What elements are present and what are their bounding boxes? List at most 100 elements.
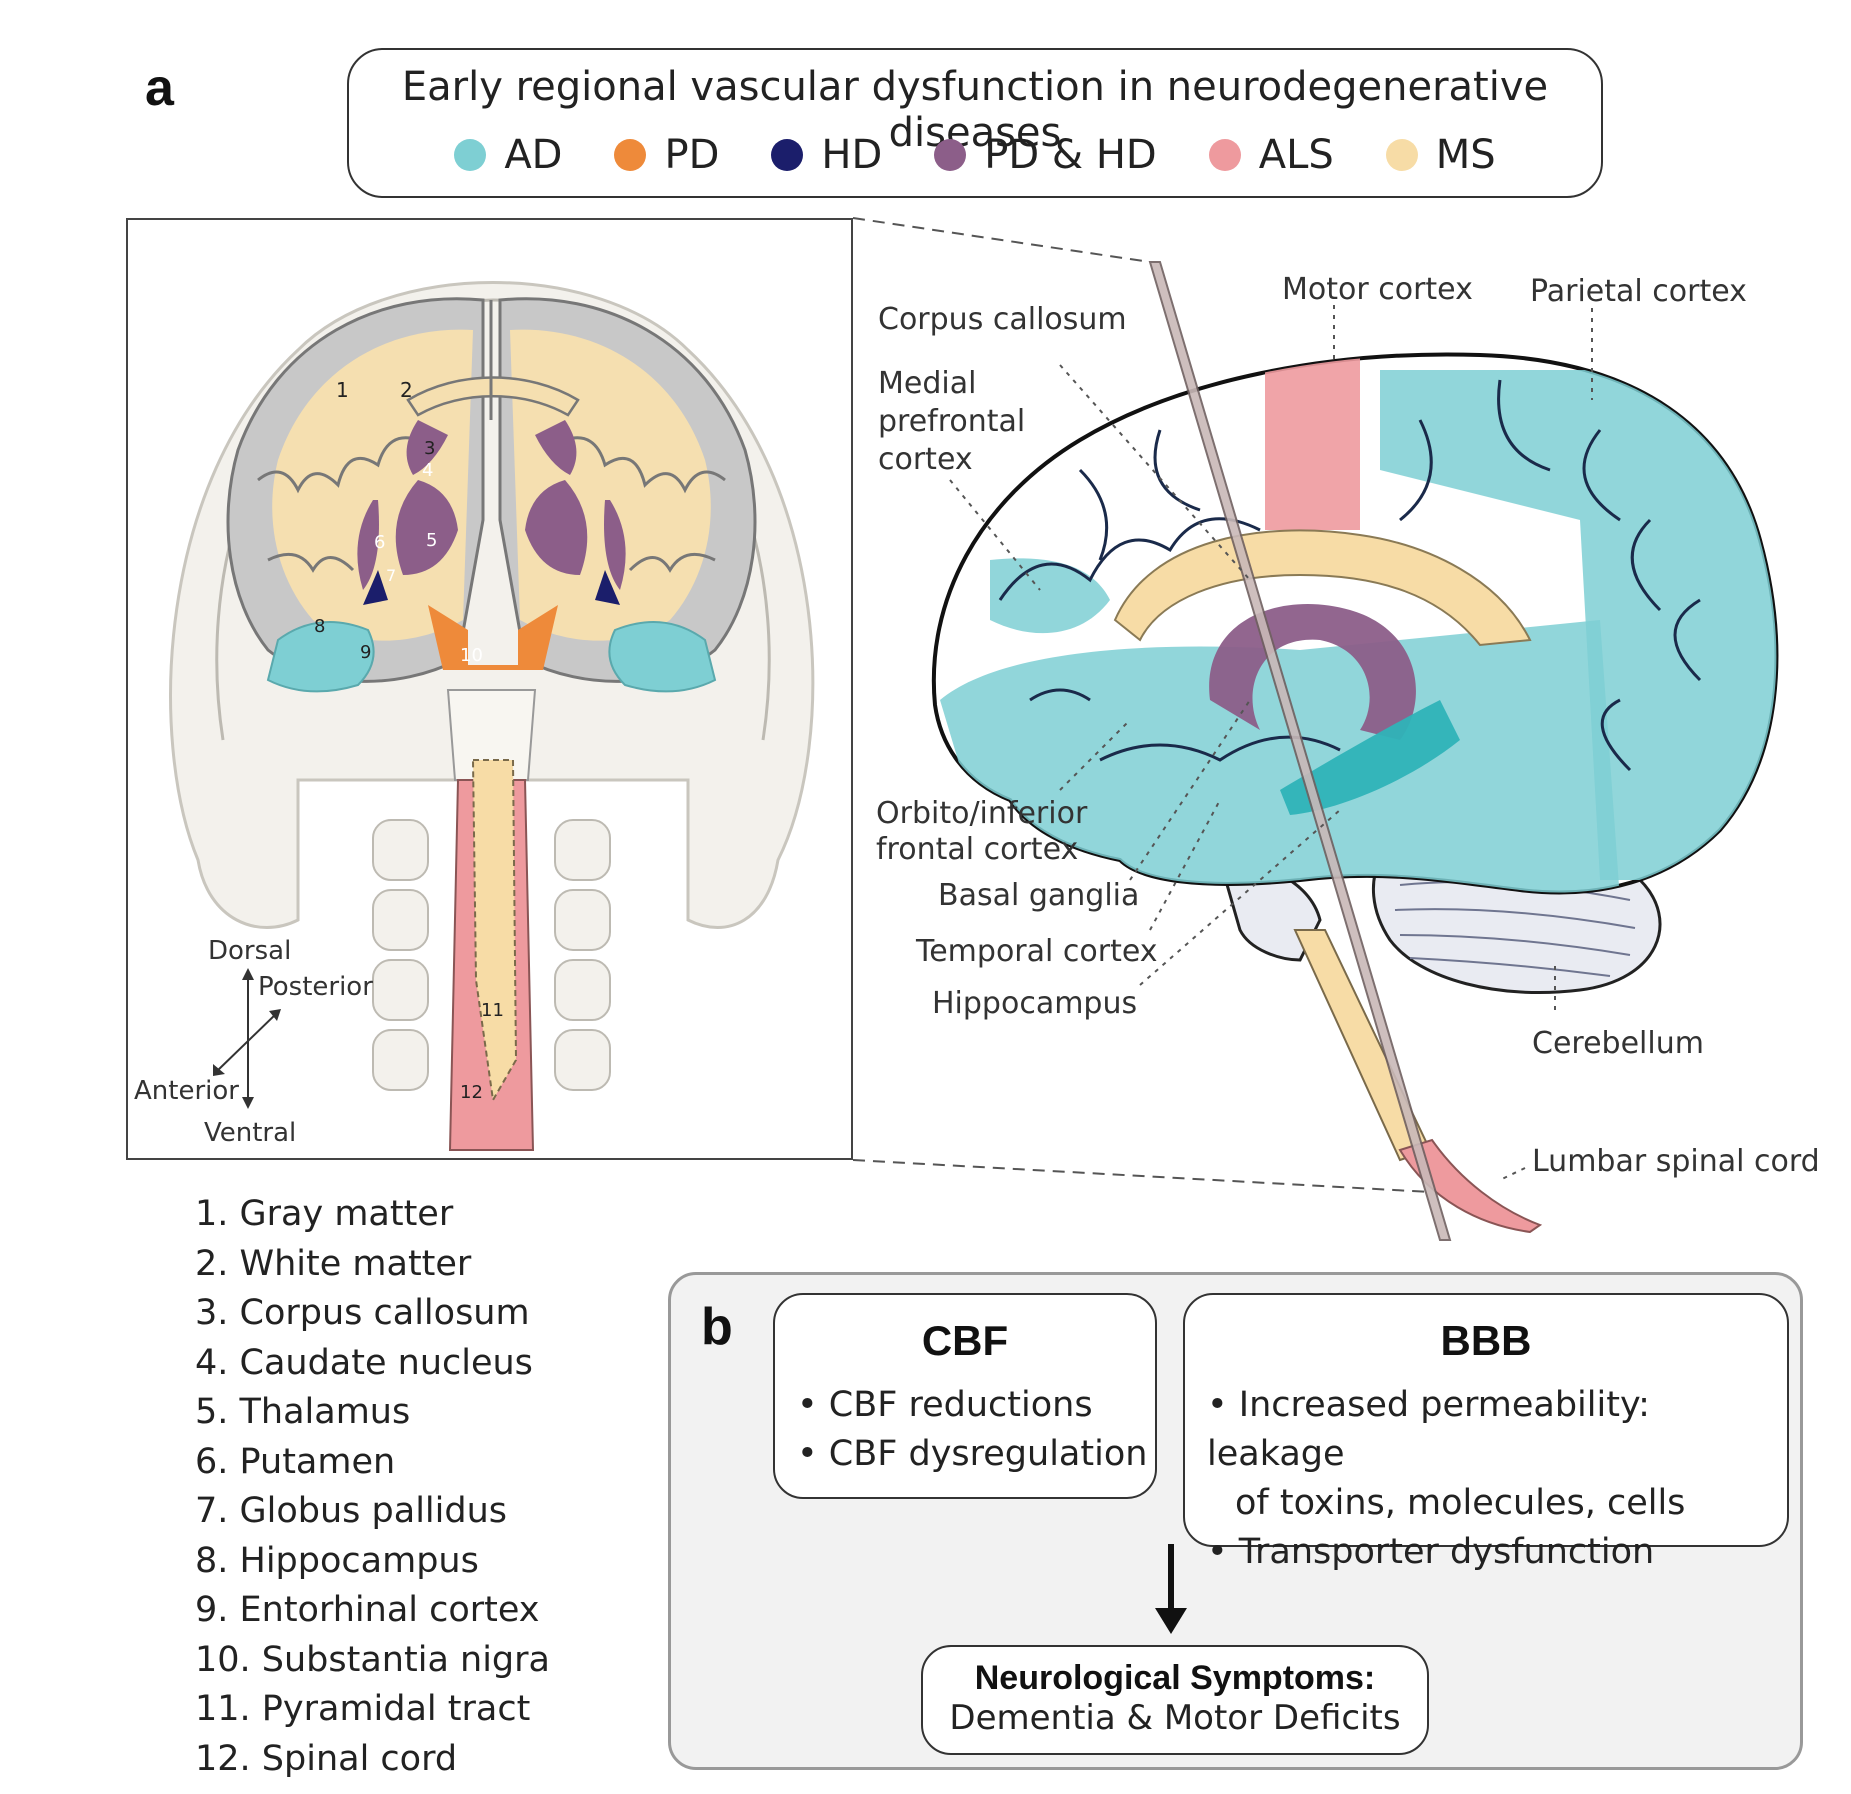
label-parietal-cortex: Parietal cortex: [1530, 274, 1747, 309]
coronal-number-5: 5: [426, 530, 438, 551]
cbf-card: CBF • CBF reductions • CBF dysregulation: [773, 1293, 1157, 1499]
list-item: 4. Caudate nucleus: [195, 1342, 533, 1383]
vertebra-right-4: [554, 1029, 611, 1091]
anterior-arrowhead: [213, 1064, 225, 1076]
globus-pallidus-left: [363, 570, 388, 605]
legend-swatch-hd: [771, 139, 804, 171]
coronal-slice-plane: [1148, 261, 1452, 1241]
panel-b-letter: b: [701, 1298, 733, 1356]
caudate-nucleus-left: [406, 420, 448, 475]
outcome-title: Neurological Symptoms:: [974, 1659, 1376, 1697]
vertebra-left-1: [372, 819, 429, 881]
label-medial-prefrontal-line2: prefrontal: [878, 404, 1026, 439]
gyri-left: [257, 436, 419, 573]
orientation-ventral: Ventral: [204, 1118, 297, 1148]
cbf-bullet: • CBF dysregulation: [797, 1434, 1148, 1474]
label-motor-cortex: Motor cortex: [1282, 272, 1473, 307]
legend-label-ms: MS: [1435, 132, 1496, 178]
bbb-bullet-1-line2: of toxins, molecules, cells: [1235, 1483, 1686, 1523]
vertebra-right-1: [554, 819, 611, 881]
substantia-nigra: [428, 605, 558, 670]
orientation-dorsal: Dorsal: [208, 936, 292, 966]
gyri-right: [564, 436, 726, 573]
cbf-bullet: • CBF reductions: [797, 1385, 1093, 1425]
legend-box: Early regional vascular dysfunction in n…: [347, 48, 1603, 198]
posterior-arrowhead: [269, 1009, 281, 1021]
pyramidal-tract-ms: [471, 759, 518, 1104]
legend-label-als: ALS: [1258, 132, 1334, 178]
legend-row: AD PD HD PD & HD ALS MS: [349, 132, 1601, 178]
legend-swatch-als: [1208, 139, 1241, 171]
list-item: 6. Putamen: [195, 1441, 396, 1482]
bbb-bullet-1-line1: • Increased permeability: leakage: [1207, 1385, 1650, 1474]
legend-item-hd: HD: [771, 132, 882, 178]
coronal-number-9: 9: [360, 642, 372, 663]
coronal-section-inset: 1 2 3 4 5 6 7 8 9 10 11 12 Dorsal Poster…: [126, 218, 853, 1160]
list-item: 12. Spinal cord: [195, 1738, 458, 1779]
coronal-number-7: 7: [386, 566, 397, 585]
legend-label-pd-hd: PD & HD: [984, 132, 1157, 178]
anterior-posterior-axis: [215, 1011, 279, 1073]
vertebra-left-3: [372, 959, 429, 1021]
ventral-arrowhead: [242, 1097, 254, 1109]
list-item: 7. Globus pallidus: [195, 1491, 508, 1531]
outcome-card: Neurological Symptoms: Dementia & Motor …: [921, 1645, 1429, 1755]
legend-swatch-pd: [614, 139, 647, 171]
list-item: 10. Substantia nigra: [195, 1639, 550, 1680]
list-item: 5. Thalamus: [195, 1392, 411, 1432]
vertebra-left-2: [372, 889, 429, 951]
structure-legend-list: 1. Gray matter 2. White matter 3. Corpus…: [195, 1190, 550, 1784]
coronal-number-10: 10: [460, 645, 483, 666]
coronal-number-11: 11: [481, 1000, 504, 1021]
hippocampus-right: [608, 621, 717, 693]
panel-b-container: b CBF • CBF reductions • CBF dysregulati…: [668, 1272, 1803, 1770]
caudate-nucleus-right: [535, 420, 577, 475]
putamen-right: [604, 500, 626, 590]
corpus-callosum-ms: [1113, 529, 1532, 647]
leader-lines: [949, 305, 1593, 1181]
corpus-callosum: [406, 376, 580, 417]
coronal-number-6: 6: [374, 532, 386, 553]
hippocampus-sagittal: [1280, 700, 1460, 815]
legend-item-pd: PD: [614, 132, 719, 178]
label-orbito-line1: Orbito/inferior: [876, 796, 1088, 831]
vertebra-left-4: [372, 1029, 429, 1091]
list-item: 11. Pyramidal tract: [195, 1689, 531, 1729]
coronal-number-4: 4: [422, 460, 434, 481]
label-medial-prefrontal-line3: cortex: [878, 442, 973, 477]
legend-swatch-pd-hd: [934, 139, 967, 171]
orientation-anterior: Anterior: [134, 1076, 239, 1106]
label-lumbar-spinal-cord: Lumbar spinal cord: [1532, 1144, 1820, 1179]
label-basal-ganglia: Basal ganglia: [938, 878, 1140, 913]
coronal-number-8: 8: [314, 616, 326, 637]
coronal-number-12: 12: [460, 1082, 483, 1103]
label-medial-prefrontal-line1: Medial: [878, 366, 977, 401]
label-temporal-cortex: Temporal cortex: [916, 934, 1158, 969]
orientation-posterior: Posterior: [258, 972, 373, 1002]
coronal-number-1: 1: [336, 378, 349, 402]
coronal-number-3: 3: [424, 438, 436, 459]
bbb-bullet-list: • Increased permeability: leakage of tox…: [1207, 1381, 1787, 1577]
label-corpus-callosum: Corpus callosum: [878, 302, 1127, 337]
cbf-title: CBF: [921, 1317, 1009, 1364]
list-item: 8. Hippocampus: [195, 1540, 479, 1581]
label-orbito-line2: frontal cortex: [876, 832, 1079, 867]
vertebra-right-3: [554, 959, 611, 1021]
list-item: 3. Corpus callosum: [195, 1293, 530, 1333]
bbb-title: BBB: [1440, 1317, 1532, 1364]
list-item: 9. Entorhinal cortex: [195, 1590, 540, 1630]
legend-item-ms: MS: [1385, 132, 1496, 178]
hippocampus-left: [266, 621, 375, 693]
coronal-number-2: 2: [400, 378, 413, 402]
label-cerebellum: Cerebellum: [1532, 1026, 1704, 1061]
down-arrow: [1155, 1544, 1187, 1634]
thalamus-left: [395, 480, 458, 575]
list-item: 2. White matter: [195, 1243, 472, 1284]
thalamus-right: [525, 480, 588, 575]
cbf-bullet-list: • CBF reductions • CBF dysregulation: [797, 1381, 1147, 1479]
bbb-card: BBB • Increased permeability: leakage of…: [1183, 1293, 1789, 1572]
putamen-left: [357, 500, 379, 590]
motor-cortex-als: [1265, 354, 1360, 530]
globus-pallidus-right: [595, 570, 620, 605]
